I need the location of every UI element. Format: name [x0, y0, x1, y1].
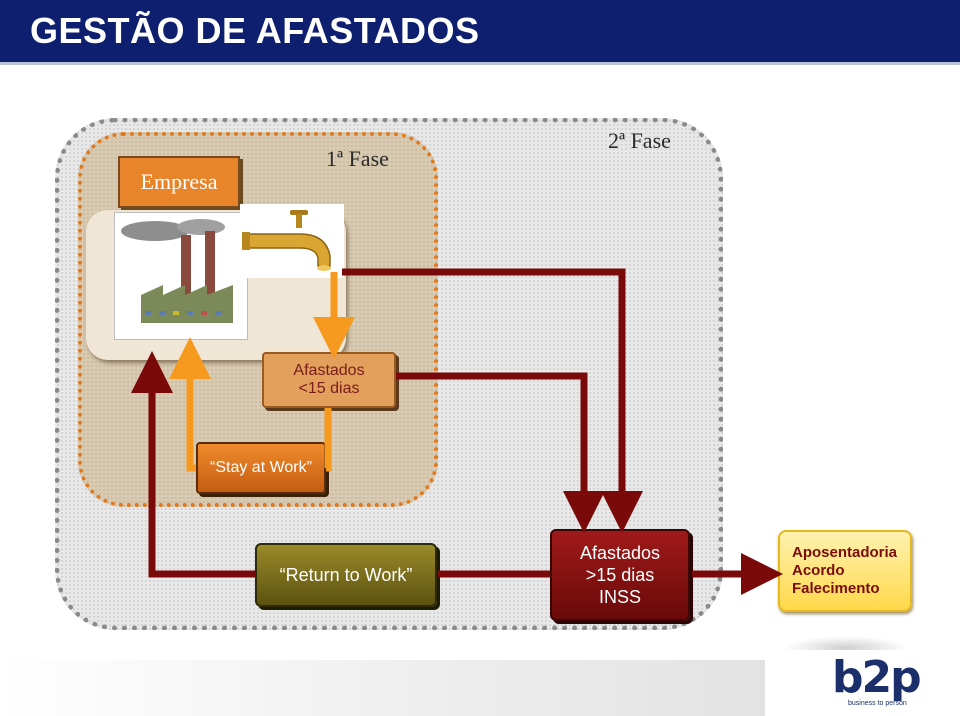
empresa-box: Empresa	[118, 156, 240, 208]
outcome-falecimento: Falecimento	[792, 580, 880, 597]
afastados-long-line3: INSS	[598, 587, 641, 607]
afastados-short-line2: <15 dias	[298, 380, 360, 397]
afastados-short-line1: Afastados	[293, 362, 365, 379]
connector-short-to-stay	[324, 408, 332, 472]
arrow-faucet-to-inss	[342, 268, 643, 533]
afastados-mais-15-dias-inss-box: Afastados >15 dias INSS	[550, 529, 690, 621]
outcomes-box: Aposentadoria Acordo Falecimento	[778, 530, 912, 612]
header-bar: GESTÃO DE AFASTADOS	[0, 0, 960, 65]
phase2-label: 2ª Fase	[608, 128, 671, 153]
arrow-short-to-inss	[396, 372, 605, 533]
outcome-aposentadoria: Aposentadoria	[792, 544, 898, 561]
logo-area	[765, 650, 960, 716]
phase1-label: 1ª Fase	[326, 146, 389, 171]
afastados-menos-15-dias-box: Afastados <15 dias	[262, 352, 396, 408]
afastados-long-line2: >15 dias	[585, 565, 655, 585]
factory-icon	[114, 212, 248, 340]
b2p-logo-tagline: business to person	[848, 700, 907, 707]
arrow-return-to-company	[131, 351, 255, 578]
faucet-icon	[240, 204, 344, 278]
stay-at-work-label: “Stay at Work”	[210, 459, 312, 476]
afastados-long-line1: Afastados	[579, 543, 661, 563]
arrow-stay-to-company	[169, 337, 211, 472]
empresa-label: Empresa	[140, 169, 218, 194]
b2p-logo: b2p	[832, 652, 922, 703]
page-title: GESTÃO DE AFASTADOS	[30, 10, 480, 51]
return-to-work-label: “Return to Work”	[279, 564, 413, 585]
return-to-work-box: “Return to Work”	[255, 543, 437, 607]
stay-at-work-box: “Stay at Work”	[196, 442, 326, 494]
outcome-acordo: Acordo	[792, 562, 845, 579]
